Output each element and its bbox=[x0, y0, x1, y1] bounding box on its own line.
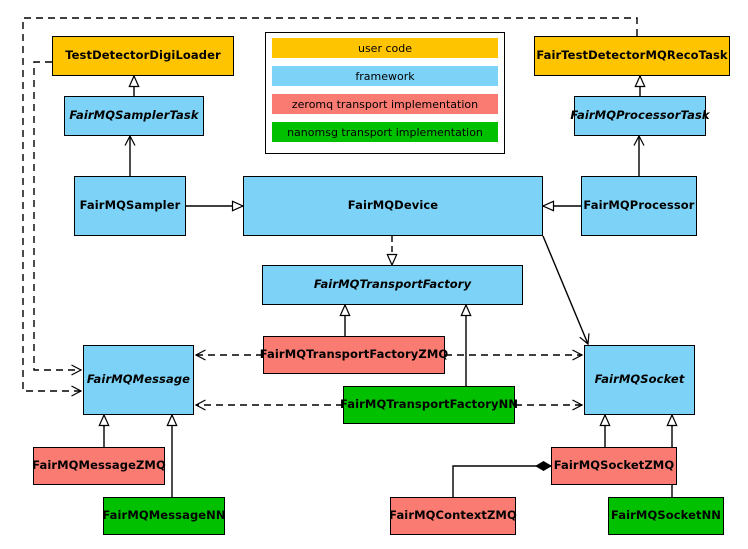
class-node-fairtestdetectormqrecotask[interactable]: FairTestDetectorMQRecoTask bbox=[534, 36, 730, 76]
legend-item-framework-label: framework bbox=[355, 69, 415, 83]
class-node-label: FairMQSamplerTask bbox=[69, 108, 199, 123]
class-node-label: FairMQDevice bbox=[347, 198, 439, 213]
class-node-fairmqprocessor[interactable]: FairMQProcessor bbox=[581, 176, 697, 236]
class-node-fairmqsampler[interactable]: FairMQSampler bbox=[74, 176, 186, 236]
class-node-fairmqcontextzmq[interactable]: FairMQContextZMQ bbox=[389, 497, 517, 535]
legend-item-zeromq-label: zeromq transport implementation bbox=[291, 97, 479, 111]
class-node-label: FairMQContextZMQ bbox=[389, 508, 517, 523]
legend-item-nanomsg-label: nanomsg transport implementation bbox=[287, 125, 483, 139]
class-node-label: FairMQMessage bbox=[86, 372, 191, 387]
class-node-fairmqtransportfactorynn[interactable]: FairMQTransportFactoryNN bbox=[339, 386, 519, 424]
class-node-label: FairMQMessageNN bbox=[102, 508, 226, 523]
class-node-fairmqmessagezmq[interactable]: FairMQMessageZMQ bbox=[32, 447, 166, 485]
class-node-label: FairMQTransportFactory bbox=[313, 277, 472, 292]
class-node-label: FairMQSocketNN bbox=[610, 508, 722, 523]
class-node-fairmqmessage[interactable]: FairMQMessage bbox=[83, 345, 194, 415]
class-node-fairmqdevice[interactable]: FairMQDevice bbox=[243, 176, 543, 236]
legend-item-nanomsg: nanomsg transport implementation bbox=[272, 122, 498, 142]
class-node-fairmqtransportfactory[interactable]: FairMQTransportFactory bbox=[262, 265, 523, 305]
class-node-fairmqtransportfactoryzmq[interactable]: FairMQTransportFactoryZMQ bbox=[260, 336, 448, 374]
legend-item-user-code-label: user code bbox=[357, 41, 413, 55]
class-node-label: FairMQTransportFactoryZMQ bbox=[259, 347, 449, 362]
edge-contextzmq-to-socketzmq bbox=[452, 461, 552, 497]
legend-item-zeromq: zeromq transport implementation bbox=[272, 94, 498, 114]
class-node-label: FairMQProcessorTask bbox=[570, 108, 710, 123]
class-node-fairmqprocessortask[interactable]: FairMQProcessorTask bbox=[570, 96, 710, 136]
class-node-label: FairMQTransportFactoryNN bbox=[339, 397, 519, 412]
class-node-fairmqsocket[interactable]: FairMQSocket bbox=[584, 345, 695, 415]
class-node-label: TestDetectorDigiLoader bbox=[65, 48, 221, 63]
legend-item-framework: framework bbox=[272, 66, 498, 86]
class-node-label: FairMQProcessor bbox=[583, 198, 695, 213]
class-node-label: FairTestDetectorMQRecoTask bbox=[536, 48, 728, 63]
class-node-testdetectordigiloader[interactable]: TestDetectorDigiLoader bbox=[52, 36, 234, 76]
legend-item-user-code: user code bbox=[272, 38, 498, 58]
class-node-label: FairMQSocketZMQ bbox=[553, 458, 675, 473]
class-node-label: FairMQMessageZMQ bbox=[32, 458, 166, 473]
class-node-label: FairMQSocket bbox=[594, 372, 685, 387]
class-node-fairmqmessagenn[interactable]: FairMQMessageNN bbox=[102, 497, 226, 535]
class-node-fairmqsocketzmq[interactable]: FairMQSocketZMQ bbox=[551, 447, 677, 485]
class-node-label: FairMQSampler bbox=[79, 198, 181, 213]
class-node-fairmqsocketnn[interactable]: FairMQSocketNN bbox=[608, 497, 724, 535]
edge-device-to-socket bbox=[542, 235, 590, 346]
class-node-fairmqsamplertask[interactable]: FairMQSamplerTask bbox=[64, 96, 204, 136]
